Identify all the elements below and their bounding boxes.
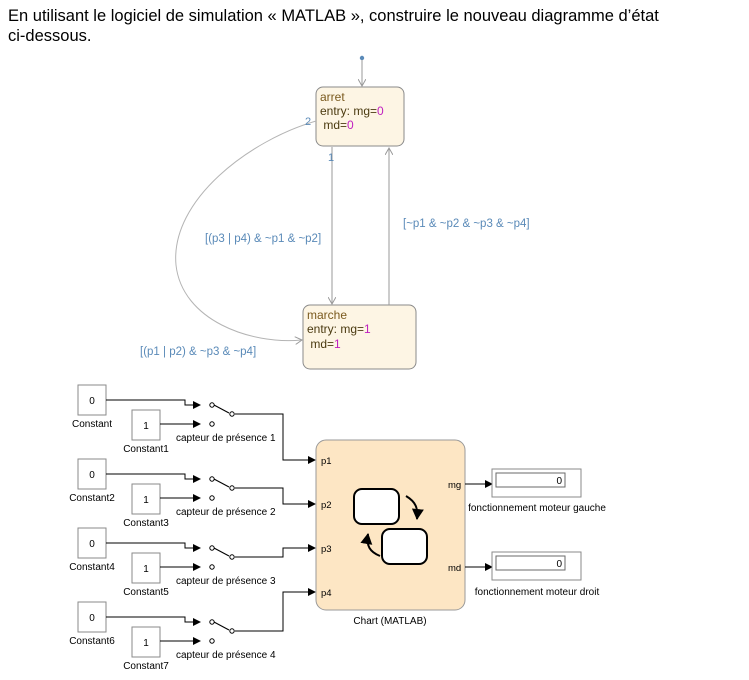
chart-output-md: md (448, 563, 461, 574)
transition-label-arret-marche: [(p3 | p4) & ~p1 & ~p2] (205, 233, 321, 245)
instruction-text: En utilisant le logiciel de simulation «… (8, 6, 744, 46)
switch-label: capteur de présence 3 (176, 576, 276, 587)
stateflow-chart: arret entry: mg=0 md=0 marche entry: mg=… (140, 55, 530, 370)
display-moteur-gauche[interactable]: 0 fonctionnement moteur gauche (468, 468, 606, 514)
default-transition[interactable] (359, 55, 365, 86)
manual-switch[interactable]: capteur de présence 4 (176, 619, 276, 661)
instruction-line-2: ci-dessous. (8, 27, 92, 45)
state-marche-name: marche (307, 308, 347, 322)
state-arret-md: md=0 (320, 118, 354, 132)
state-marche-md: md=1 (307, 337, 341, 351)
signal-wire (106, 542, 201, 571)
transition-label-marche-arret: [~p1 & ~p2 & ~p3 & ~p4] (403, 218, 530, 230)
state-marche-entry: entry: mg=1 (307, 322, 371, 336)
constant-label: Constant (72, 419, 112, 430)
signal-wire (106, 399, 201, 428)
manual-switch[interactable]: capteur de présence 3 (176, 545, 276, 587)
signal-wire (106, 616, 201, 645)
constant-label: Constant2 (69, 493, 115, 504)
signal-wire (235, 588, 316, 632)
constant-label: Constant5 (123, 587, 169, 598)
chart-label: Chart (MATLAB) (353, 616, 426, 627)
display-moteur-gauche-value: 0 (556, 476, 562, 487)
constant-value: 1 (143, 495, 149, 506)
signal-wire (235, 544, 316, 558)
constant-label: Constant1 (123, 444, 169, 455)
display-moteur-gauche-label: fonctionnement moteur gauche (468, 503, 606, 514)
state-arret[interactable]: arret entry: mg=0 md=0 (315, 86, 405, 147)
switch-label: capteur de présence 4 (176, 650, 276, 661)
state-marche[interactable]: marche entry: mg=1 md=1 (302, 304, 417, 370)
state-arret-name: arret (320, 90, 345, 104)
stateflow-chart-icon (353, 488, 428, 565)
switch-label: capteur de présence 1 (176, 433, 276, 444)
transition-order-1: 1 (328, 152, 334, 164)
transition-label-loop: [(p1 | p2) & ~p3 & ~p4] (140, 346, 256, 358)
constant-value: 1 (143, 638, 149, 649)
display-moteur-droit-value: 0 (556, 559, 562, 570)
chart-output-mg: mg (448, 480, 461, 491)
chart-input-p2: p2 (321, 500, 332, 511)
constant-label: Constant3 (123, 518, 169, 529)
switch-label: capteur de présence 2 (176, 507, 276, 518)
manual-switch[interactable]: capteur de présence 2 (176, 476, 276, 518)
signal-wire (106, 473, 201, 502)
constant-label: Constant7 (123, 661, 169, 672)
constant-value: 1 (143, 564, 149, 575)
signal-wire (235, 413, 316, 464)
chart-input-p3: p3 (321, 544, 332, 555)
transition-marche-to-arret[interactable]: [~p1 & ~p2 & ~p3 & ~p4] (389, 148, 530, 305)
display-moteur-droit[interactable]: 0 fonctionnement moteur droit (475, 551, 600, 598)
manual-switch[interactable]: capteur de présence 1 (176, 402, 276, 444)
constant-value: 0 (89, 396, 95, 407)
constant-value: 0 (89, 470, 95, 481)
constant-value: 1 (143, 421, 149, 432)
state-arret-entry: entry: mg=0 (320, 104, 384, 118)
default-transition-dot (359, 55, 365, 61)
constant-value: 0 (89, 539, 95, 550)
display-moteur-droit-label: fonctionnement moteur droit (475, 587, 600, 598)
constant-value: 0 (89, 613, 95, 624)
transition-loop-left[interactable]: 2 [(p1 | p2) & ~p3 & ~p4] (140, 116, 317, 358)
signal-wire (235, 487, 316, 508)
transition-arret-to-marche[interactable]: 1 [(p3 | p4) & ~p1 & ~p2] (205, 147, 334, 304)
chart-input-p4: p4 (321, 588, 332, 599)
instruction-line-1: En utilisant le logiciel de simulation «… (8, 7, 659, 25)
transition-order-2: 2 (305, 116, 311, 128)
chart-input-p1: p1 (321, 456, 332, 467)
chart-block[interactable]: p1 p2 p3 p4 mg md Chart (MATLAB) (315, 439, 466, 627)
constant-label: Constant4 (69, 562, 115, 573)
constant-label: Constant6 (69, 636, 115, 647)
output-wires (465, 480, 493, 571)
